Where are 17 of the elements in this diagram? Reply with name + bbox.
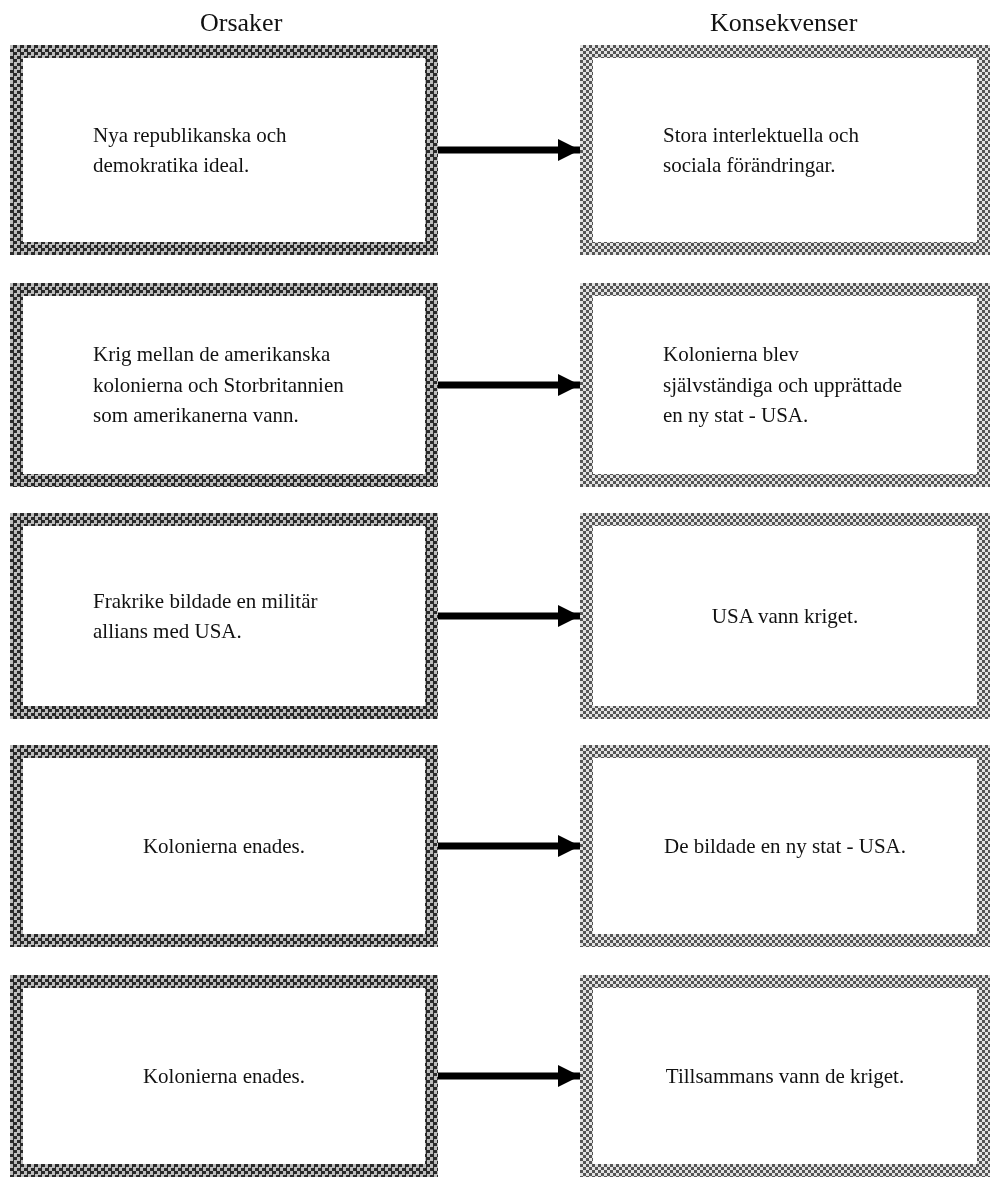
box-text: Tillsammans vann de kriget. — [665, 1062, 905, 1090]
arrow — [438, 373, 580, 397]
column-heading: Orsaker — [200, 8, 283, 38]
box-text: Kolonierna enades. — [142, 1062, 306, 1090]
box-text: De bildade en ny stat - USA. — [663, 832, 906, 860]
box-text: USA vann kriget. — [711, 602, 859, 630]
box-text: Nya republikanska och demokratika ideal. — [93, 121, 288, 179]
box-text: Kolonierna blev självständiga och upprättade en ny stat - USA. — [663, 341, 904, 430]
arrow — [438, 1064, 580, 1088]
box-text: Frakrike bildade en militär allians med USA. — [93, 587, 319, 645]
box-text: Kolonierna enades. — [142, 832, 306, 860]
column-heading: Konsekvenser — [710, 8, 858, 38]
arrow — [438, 604, 580, 628]
box-text: Krig mellan de amerikanska kolonierna och Storbritannien som amerikanerna vann. — [93, 341, 345, 430]
arrow — [438, 138, 580, 162]
arrow — [438, 834, 580, 858]
box-text: Stora interlektuella och sociala förändringar. — [663, 121, 860, 179]
